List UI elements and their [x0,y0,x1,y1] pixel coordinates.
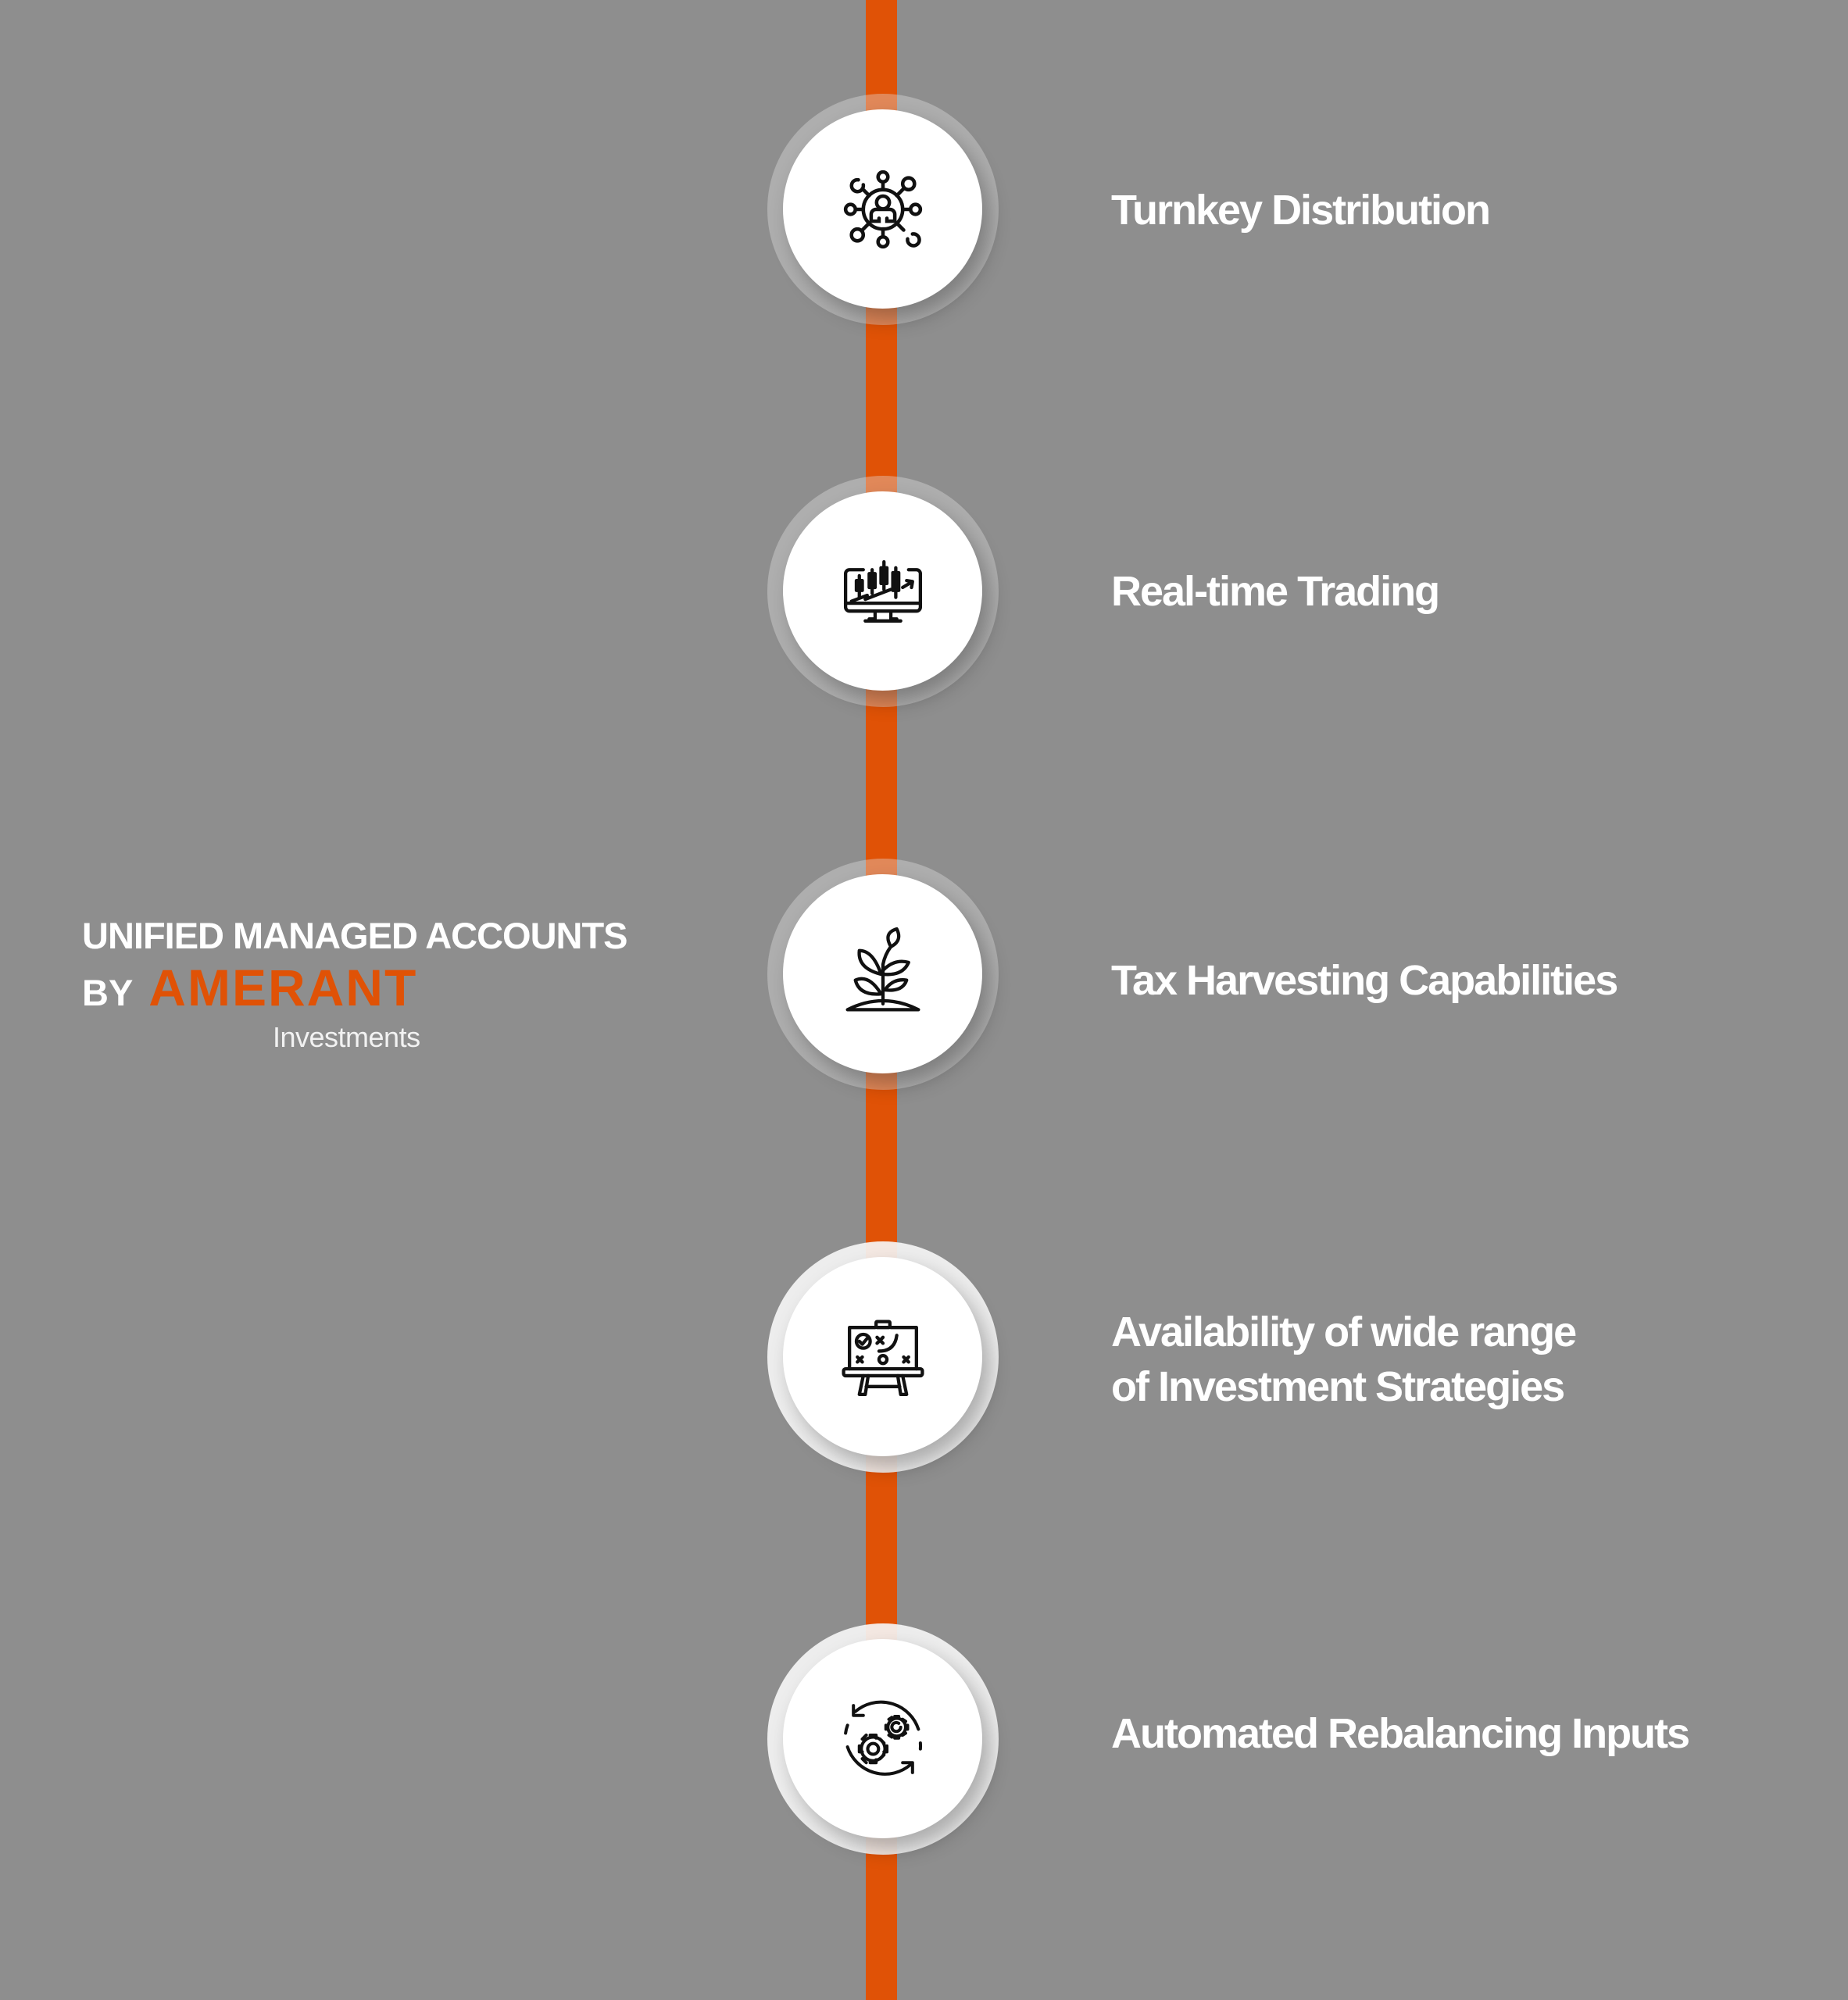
node-disc [783,1639,982,1838]
node-disc [783,1257,982,1456]
network-person-icon [843,170,922,248]
monitor-candlestick-chart-icon [843,559,922,623]
timeline-node-4 [767,1241,999,1473]
brand-by: BY [82,972,134,1013]
step-label-2: Real-time Trading [1111,568,1440,615]
step-label-4-line1: Availability of wide range [1111,1309,1577,1355]
brand-logo-amerant: AMERANT [148,959,418,1016]
growing-plant-icon [845,927,920,1012]
brand-row: BY AMERANT [82,959,627,1016]
step-label-1: Turnkey Distribution [1111,187,1491,234]
timeline-node-5 [767,1623,999,1855]
brand-block: UNIFIED MANAGED ACCOUNTS BY AMERANT Inve… [82,912,628,1054]
timeline-node-1 [767,94,999,325]
node-disc [783,874,982,1073]
step-label-5: Automated Rebalancing Inputs [1111,1710,1690,1757]
node-disc [783,491,982,691]
step-label-4-line2: of Investment Strategies [1111,1363,1565,1410]
gears-refresh-icon [843,1700,922,1776]
brand-title: UNIFIED MANAGED ACCOUNTS [82,915,628,956]
node-disc [783,109,982,309]
timeline-node-2 [767,476,999,707]
timeline-node-3 [767,859,999,1090]
strategy-board-icon [841,1319,924,1396]
brand-subtitle: Investments [273,1021,420,1053]
step-label-3: Tax Harvesting Capabilities [1111,957,1618,1004]
